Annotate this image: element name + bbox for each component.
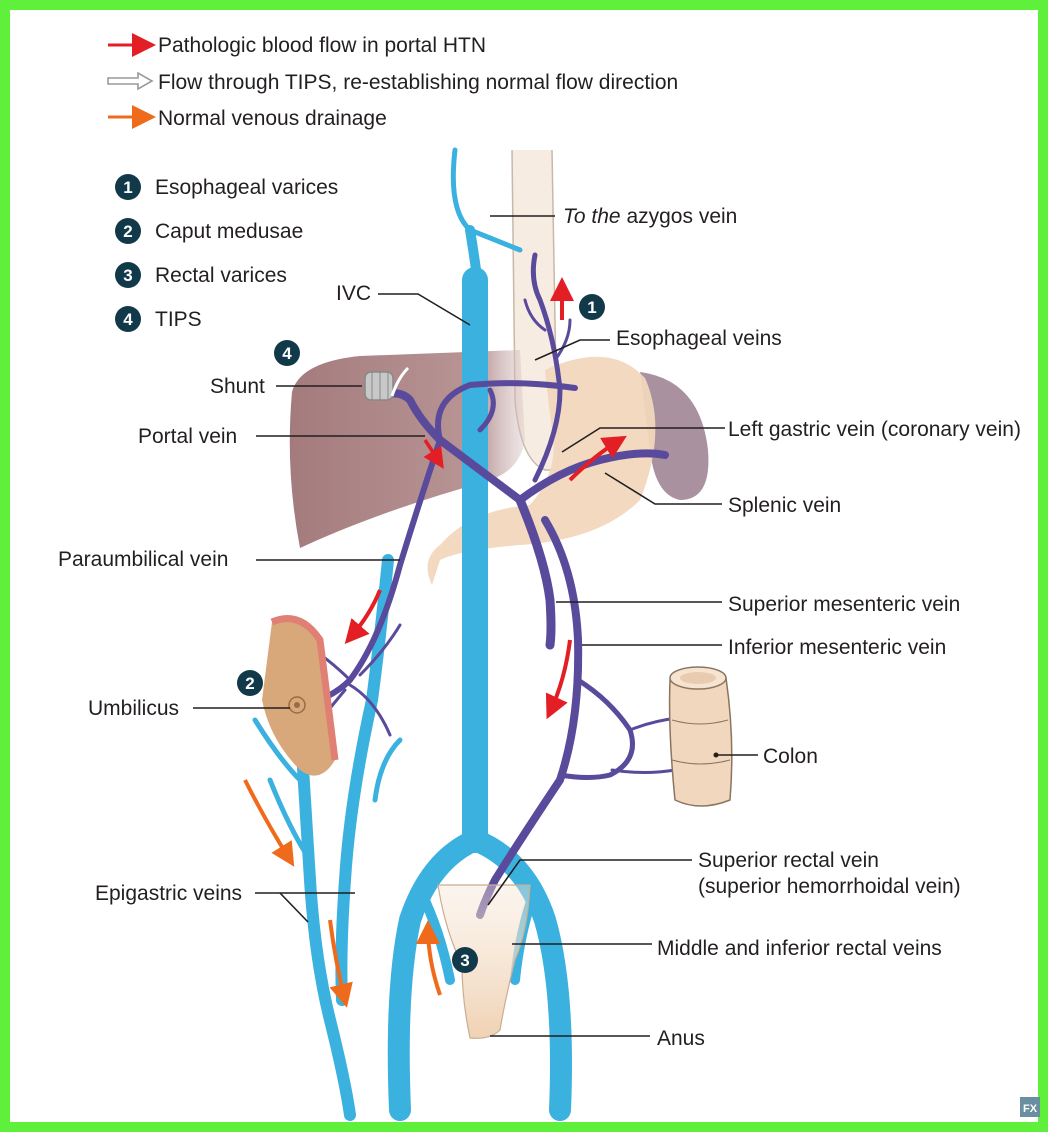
colon xyxy=(670,667,732,806)
svg-text:4: 4 xyxy=(282,344,292,363)
legend-normal-drainage: Normal venous drainage xyxy=(158,107,387,130)
svg-text:2: 2 xyxy=(245,674,254,693)
label-left-gastric-vein: Left gastric vein (coronary vein) xyxy=(728,418,1021,441)
svg-text:3: 3 xyxy=(123,266,132,285)
red-arrow-icon xyxy=(550,640,570,712)
svg-text:3: 3 xyxy=(460,951,469,970)
legend-esophageal-varices: Esophageal varices xyxy=(155,176,338,199)
legend: Pathologic blood flow in portal HTN Flow… xyxy=(108,34,678,332)
diagram-badge-4: 4 xyxy=(274,340,300,366)
svg-text:1: 1 xyxy=(123,178,132,197)
legend-pathologic-flow: Pathologic blood flow in portal HTN xyxy=(158,34,486,57)
label-ivc: IVC xyxy=(336,282,371,305)
svg-text:1: 1 xyxy=(587,298,596,317)
legend-tips: TIPS xyxy=(155,308,202,331)
label-epigastric-veins: Epigastric veins xyxy=(95,882,242,905)
numbered-legend: 1 Esophageal varices 2 Caput medusae 3 R… xyxy=(115,174,338,332)
legend-rectal-varices: Rectal varices xyxy=(155,264,287,287)
label-superior-hemorrhoidal-vein: (superior hemorrhoidal vein) xyxy=(698,875,961,898)
label-colon: Colon xyxy=(763,745,818,768)
diagram-badge-2: 2 xyxy=(237,670,263,696)
label-azygos: To the azygos vein xyxy=(563,205,737,228)
label-middle-inferior-rectal-veins: Middle and inferior rectal veins xyxy=(657,937,942,960)
fx-logo: FX xyxy=(1020,1097,1040,1117)
legend-caput-medusae: Caput medusae xyxy=(155,220,303,243)
label-paraumbilical-vein: Paraumbilical vein xyxy=(58,548,228,571)
orange-arrow-icon xyxy=(245,780,290,860)
label-superior-rectal-vein: Superior rectal vein xyxy=(698,849,879,872)
svg-text:FX: FX xyxy=(1023,1103,1038,1115)
diagram-badge-1: 1 xyxy=(579,294,605,320)
label-inferior-mesenteric-vein: Inferior mesenteric vein xyxy=(728,636,946,659)
hollow-gray-arrow-icon xyxy=(108,73,152,89)
label-superior-mesenteric-vein: Superior mesenteric vein xyxy=(728,593,960,616)
label-esophageal-veins: Esophageal veins xyxy=(616,327,782,350)
label-umbilicus: Umbilicus xyxy=(88,697,179,720)
svg-text:4: 4 xyxy=(123,310,133,329)
label-splenic-vein: Splenic vein xyxy=(728,494,841,517)
umbilicus-skin xyxy=(262,619,335,776)
label-anus: Anus xyxy=(657,1027,705,1050)
legend-tips-flow: Flow through TIPS, re-establishing norma… xyxy=(158,71,678,94)
label-portal-vein: Portal vein xyxy=(138,425,237,448)
diagram-badge-3: 3 xyxy=(452,947,478,973)
label-shunt: Shunt xyxy=(210,375,265,398)
svg-text:2: 2 xyxy=(123,222,132,241)
